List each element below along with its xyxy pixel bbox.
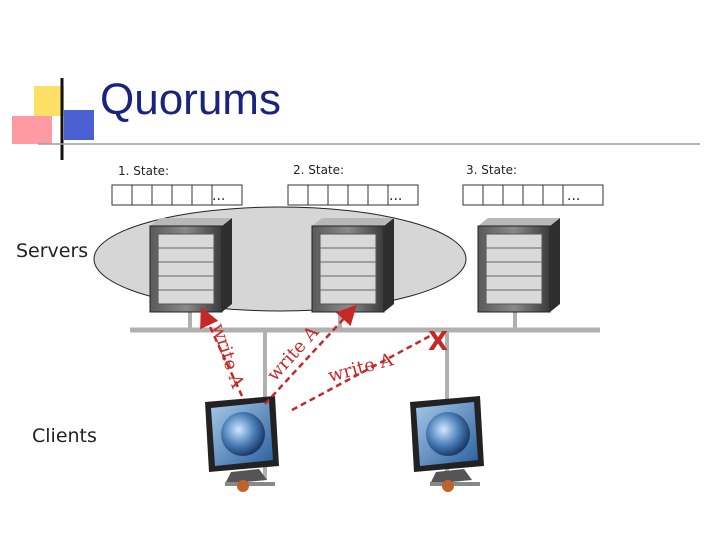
- state-array-frame: [462, 184, 604, 206]
- server-icon: [149, 218, 232, 313]
- state-array-1: [111, 184, 243, 206]
- logo-mark: [12, 78, 700, 160]
- page-title: Quorums: [100, 75, 281, 124]
- state-label-2: 2. State:: [293, 163, 345, 177]
- state-label-1: 1. State:: [118, 164, 170, 178]
- state-ellipsis: ...: [212, 188, 225, 204]
- server-icon: [311, 218, 394, 313]
- write-arrow-1: [200, 306, 244, 397]
- message-label: write A: [326, 349, 397, 387]
- state-array-frame: [287, 184, 419, 206]
- servers-label: Servers: [16, 240, 89, 262]
- logo-square-yellow: [34, 86, 64, 116]
- logo-square-blue: [64, 110, 94, 140]
- state-array-frame: [111, 184, 243, 206]
- clients-label: Clients: [32, 425, 97, 447]
- server-icon: [477, 218, 560, 313]
- write-arrow-3: [291, 334, 431, 412]
- client-monitor-icon: [410, 396, 484, 492]
- state-array-2: [287, 184, 419, 206]
- logo-square-pink: [12, 116, 52, 144]
- write-arrow-2: [264, 304, 357, 405]
- client-monitor-icon: [205, 396, 279, 492]
- state-label-3: 3. State:: [466, 163, 518, 177]
- state-ellipsis: ...: [567, 188, 580, 204]
- state-ellipsis: ...: [389, 188, 402, 204]
- state-array-3: [462, 184, 604, 206]
- failure-mark-icon: X: [428, 327, 448, 357]
